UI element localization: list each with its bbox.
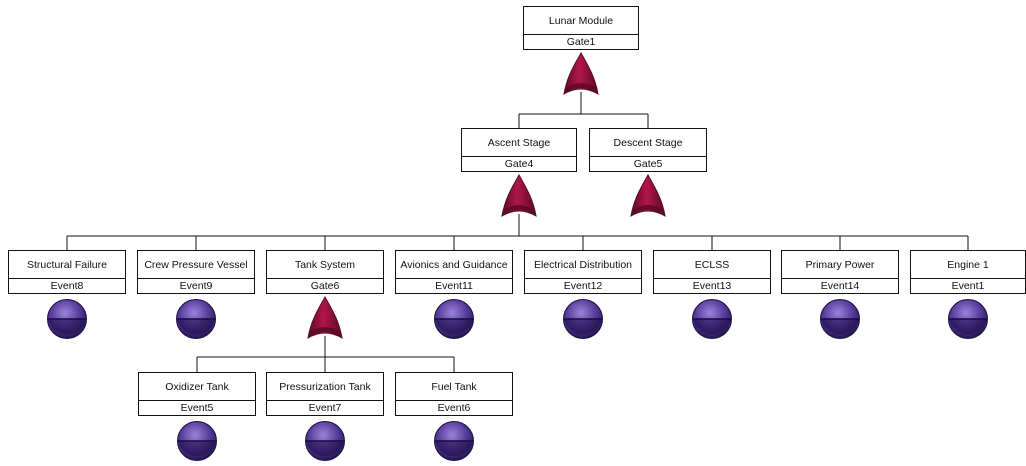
node-lunar-module[interactable]: Lunar Module Gate1 (523, 6, 639, 50)
or-gate-icon (307, 296, 343, 339)
node-label: Primary Power (805, 258, 875, 271)
node-pressurization-tank[interactable]: Pressurization Tank Event7 (266, 372, 384, 416)
node-electrical-distribution[interactable]: Electrical Distribution Event12 (524, 250, 642, 294)
node-id: Event6 (396, 400, 512, 415)
node-fuel-tank[interactable]: Fuel Tank Event6 (395, 372, 513, 416)
basic-event-icon (948, 299, 988, 339)
node-id: Gate5 (590, 156, 706, 171)
node-label: Engine 1 (947, 258, 989, 271)
node-label: Tank System (294, 258, 356, 271)
node-label: Avionics and Guidance (400, 258, 508, 271)
node-id: Event8 (9, 278, 125, 293)
node-avionics-guidance[interactable]: Avionics and Guidance Event11 (395, 250, 513, 294)
basic-event-icon (305, 421, 345, 461)
node-label: Descent Stage (613, 136, 683, 149)
or-gate-icon (630, 174, 666, 217)
basic-event-icon (692, 299, 732, 339)
node-label: Crew Pressure Vessel (144, 258, 248, 271)
node-crew-pressure-vessel[interactable]: Crew Pressure Vessel Event9 (137, 250, 255, 294)
or-gate-icon (501, 174, 537, 217)
node-descent-stage[interactable]: Descent Stage Gate5 (589, 128, 707, 172)
basic-event-icon (177, 421, 217, 461)
node-id: Gate6 (267, 278, 383, 293)
node-oxidizer-tank[interactable]: Oxidizer Tank Event5 (138, 372, 256, 416)
node-eclss[interactable]: ECLSS Event13 (653, 250, 771, 294)
node-engine-1[interactable]: Engine 1 Event1 (910, 250, 1026, 294)
node-id: Gate4 (462, 156, 576, 171)
node-id: Gate1 (524, 34, 638, 49)
node-primary-power[interactable]: Primary Power Event14 (781, 250, 899, 294)
basic-event-icon (176, 299, 216, 339)
or-gate-icon (563, 52, 599, 95)
node-id: Event11 (396, 278, 512, 293)
node-id: Event1 (911, 278, 1025, 293)
node-id: Event9 (138, 278, 254, 293)
node-id: Event5 (139, 400, 255, 415)
node-label: Oxidizer Tank (165, 380, 229, 393)
node-id: Event13 (654, 278, 770, 293)
node-label: Lunar Module (548, 14, 614, 27)
node-ascent-stage[interactable]: Ascent Stage Gate4 (461, 128, 577, 172)
node-label: ECLSS (694, 258, 730, 271)
node-id: Event12 (525, 278, 641, 293)
node-label: Pressurization Tank (279, 380, 371, 393)
basic-event-icon (434, 421, 474, 461)
basic-event-icon (563, 299, 603, 339)
node-label: Fuel Tank (431, 380, 477, 393)
node-tank-system[interactable]: Tank System Gate6 (266, 250, 384, 294)
node-id: Event14 (782, 278, 898, 293)
basic-event-icon (47, 299, 87, 339)
node-structural-failure[interactable]: Structural Failure Event8 (8, 250, 126, 294)
node-label: Structural Failure (27, 258, 107, 271)
node-label: Electrical Distribution (533, 258, 633, 271)
basic-event-icon (434, 299, 474, 339)
node-label: Ascent Stage (487, 136, 551, 149)
basic-event-icon (820, 299, 860, 339)
node-id: Event7 (267, 400, 383, 415)
